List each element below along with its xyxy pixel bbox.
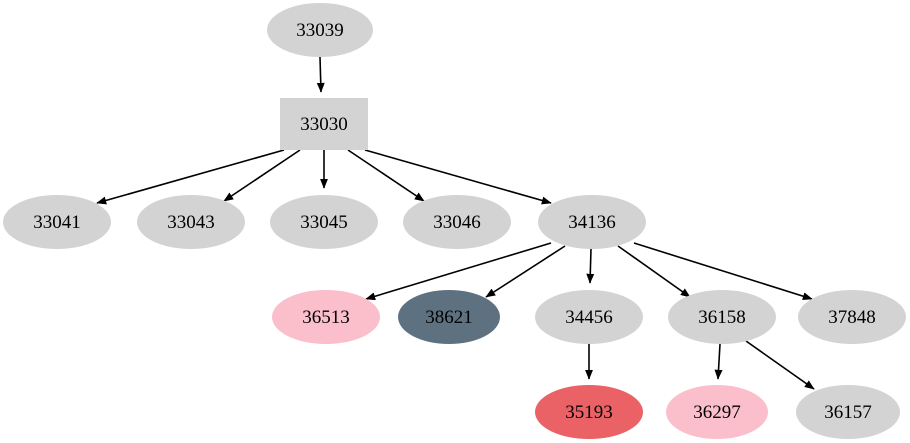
graph-node-35193[interactable]: 35193: [535, 385, 643, 439]
graph-node-label: 33041: [33, 211, 81, 233]
graph-node-33030[interactable]: 33030: [280, 98, 368, 150]
graph-node-label: 38621: [425, 306, 473, 328]
graph-edge-33030-to-33043: [223, 149, 301, 202]
graph-node-label: 36297: [693, 401, 741, 423]
graph-node-label: 35193: [565, 401, 613, 423]
graph-edge-34136-to-36158: [617, 245, 691, 298]
graph-edge-34136-to-37848: [633, 242, 813, 301]
graph-node-36513[interactable]: 36513: [272, 290, 380, 344]
graph-edges: [96, 56, 815, 390]
graph-edge-33030-to-33041: [96, 149, 285, 205]
graph-node-label: 36158: [698, 306, 746, 328]
graph-node-33041[interactable]: 33041: [3, 195, 111, 249]
graph-node-33046[interactable]: 33046: [403, 195, 511, 249]
graph-node-37848[interactable]: 37848: [798, 290, 906, 344]
graph-edge-33039-to-33030: [316, 56, 325, 93]
graph-node-36297[interactable]: 36297: [666, 385, 768, 439]
graph-node-36157[interactable]: 36157: [796, 385, 900, 439]
graph-node-label: 33030: [300, 113, 348, 135]
graph-edge-36158-to-36297: [714, 343, 723, 380]
graph-node-33045[interactable]: 33045: [270, 195, 378, 249]
graph-node-34136[interactable]: 34136: [538, 195, 646, 249]
graph-node-34456[interactable]: 34456: [535, 290, 643, 344]
graph-node-label: 33046: [433, 211, 481, 233]
graph-node-label: 34136: [568, 211, 616, 233]
graph-edge-33030-to-34136: [364, 149, 552, 205]
graph-node-33043[interactable]: 33043: [137, 195, 245, 249]
graph-node-label: 36157: [824, 401, 872, 423]
graph-node-label: 33043: [167, 211, 215, 233]
graph-edge-33030-to-33046: [347, 149, 425, 202]
graph-node-label: 36513: [302, 306, 350, 328]
graph-node-36158[interactable]: 36158: [668, 290, 776, 344]
graph-node-33039[interactable]: 33039: [267, 3, 373, 57]
graph-node-label: 37848: [828, 306, 876, 328]
graph-node-label: 33045: [300, 211, 348, 233]
graph-node-label: 34456: [565, 306, 613, 328]
graph-edge-34136-to-38621: [485, 245, 566, 298]
graph-edge-34136-to-34456: [586, 248, 595, 284]
graph-edge-34136-to-36513: [365, 242, 552, 301]
graph-edge-36158-to-36157: [745, 340, 815, 390]
graph-node-label: 33039: [296, 19, 344, 41]
graph-node-38621[interactable]: 38621: [398, 290, 500, 344]
